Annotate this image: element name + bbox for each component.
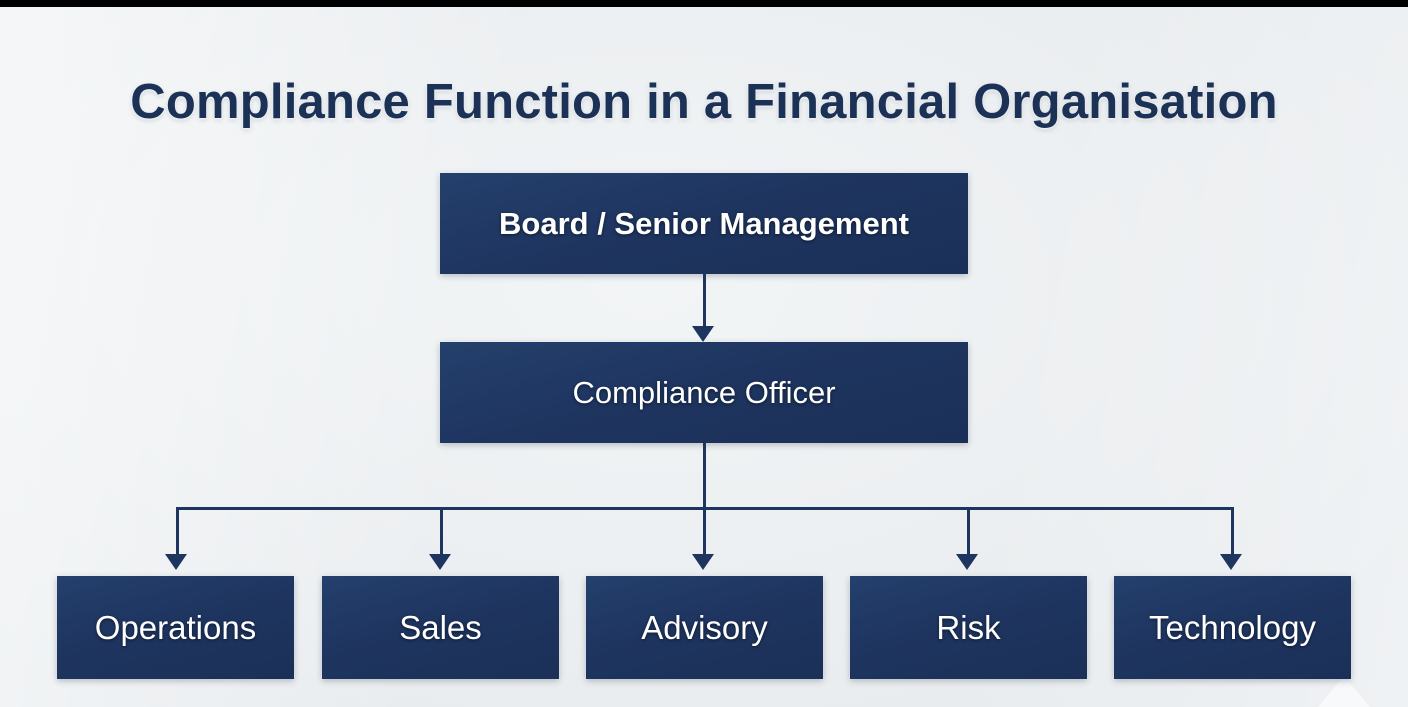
node-technology[interactable]: Technology: [1114, 576, 1351, 679]
node-label: Compliance Officer: [572, 375, 836, 410]
node-advisory[interactable]: Advisory: [586, 576, 823, 679]
arrowhead-advisory: [692, 554, 714, 570]
arrowhead-risk: [956, 554, 978, 570]
node-compliance-officer[interactable]: Compliance Officer: [440, 342, 968, 443]
top-letterbox-bar: [0, 0, 1408, 7]
arrowhead-operations: [165, 554, 187, 570]
connector-officer-to-bus: [703, 443, 706, 509]
node-operations[interactable]: Operations: [57, 576, 294, 679]
arrowhead-sales: [429, 554, 451, 570]
connector-board-to-officer: [703, 274, 706, 328]
node-risk[interactable]: Risk: [850, 576, 1087, 679]
node-label: Sales: [399, 609, 482, 646]
connector-drop-advisory: [703, 508, 706, 556]
connector-drop-operations: [176, 508, 179, 556]
node-label: Advisory: [641, 609, 768, 646]
node-label: Operations: [94, 609, 257, 646]
arrowhead-technology: [1220, 554, 1242, 570]
connector-drop-risk: [967, 508, 970, 556]
connector-drop-sales: [440, 508, 443, 556]
node-label: Technology: [1149, 609, 1316, 646]
page-title: Compliance Function in a Financial Organ…: [130, 75, 1278, 129]
connector-drop-technology: [1231, 508, 1234, 556]
node-label: Board / Senior Management: [499, 206, 909, 241]
node-board-senior-management[interactable]: Board / Senior Management: [440, 173, 968, 274]
node-label: Risk: [936, 609, 1001, 646]
arrowhead-board-to-officer: [692, 326, 714, 342]
node-sales[interactable]: Sales: [322, 576, 559, 679]
